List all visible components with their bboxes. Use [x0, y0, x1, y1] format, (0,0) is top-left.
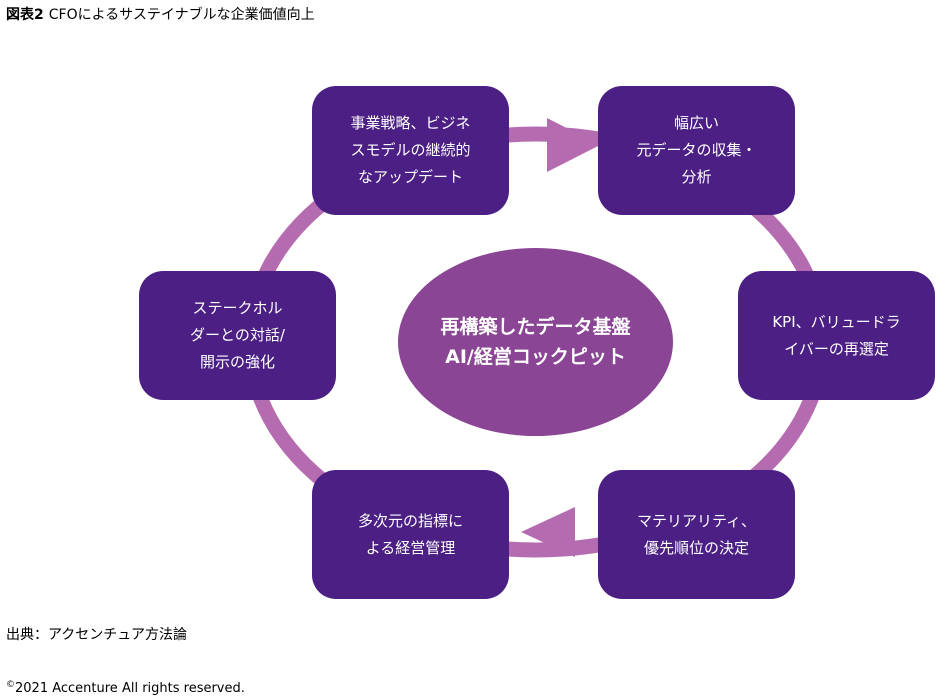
- node-materiality-text: マテリアリティ、 優先順位の決定: [636, 511, 757, 557]
- figure-title-text: CFOによるサステイナブルな企業価値向上: [48, 7, 315, 23]
- node-strategy-update: 事業戦略、ビジネ スモデルの継続的 なアップデート: [312, 86, 509, 215]
- figure-label: 図表2: [6, 7, 44, 23]
- center-ellipse: 再構築したデータ基盤 AI/経営コックピット: [398, 248, 673, 436]
- node-multidimensional-management-text: 多次元の指標に よる経営管理: [357, 511, 463, 557]
- node-data-collection-text: 幅広い 元データの収集・ 分析: [636, 114, 757, 186]
- node-materiality: マテリアリティ、 優先順位の決定: [598, 470, 795, 599]
- node-stakeholder-dialogue-text: ステークホル ダーとの対話/ 開示の強化: [190, 299, 285, 371]
- node-multidimensional-management: 多次元の指標に よる経営管理: [312, 470, 509, 599]
- arrow-bottom-left: [521, 507, 575, 557]
- center-line-2: AI/経営コックピット: [445, 346, 626, 368]
- copyright-notice: ©2021 Accenture All rights reserved.: [6, 676, 245, 698]
- source-note: 出典：アクセンチュア方法論: [6, 627, 188, 643]
- center-line-1: 再構築したデータ基盤: [440, 316, 631, 338]
- node-strategy-update-text: 事業戦略、ビジネ スモデルの継続的 なアップデート: [350, 114, 471, 186]
- arrow-top-right: [547, 118, 600, 172]
- node-kpi-reselection-text: KPI、バリュードラ イバーの再選定: [772, 312, 901, 358]
- copyright-text: 2021 Accenture All rights reserved.: [15, 681, 245, 696]
- copyright-symbol: ©: [6, 680, 15, 690]
- node-data-collection: 幅広い 元データの収集・ 分析: [598, 86, 795, 215]
- node-kpi-reselection: KPI、バリュードラ イバーの再選定: [738, 271, 935, 400]
- node-stakeholder-dialogue: ステークホル ダーとの対話/ 開示の強化: [139, 271, 336, 400]
